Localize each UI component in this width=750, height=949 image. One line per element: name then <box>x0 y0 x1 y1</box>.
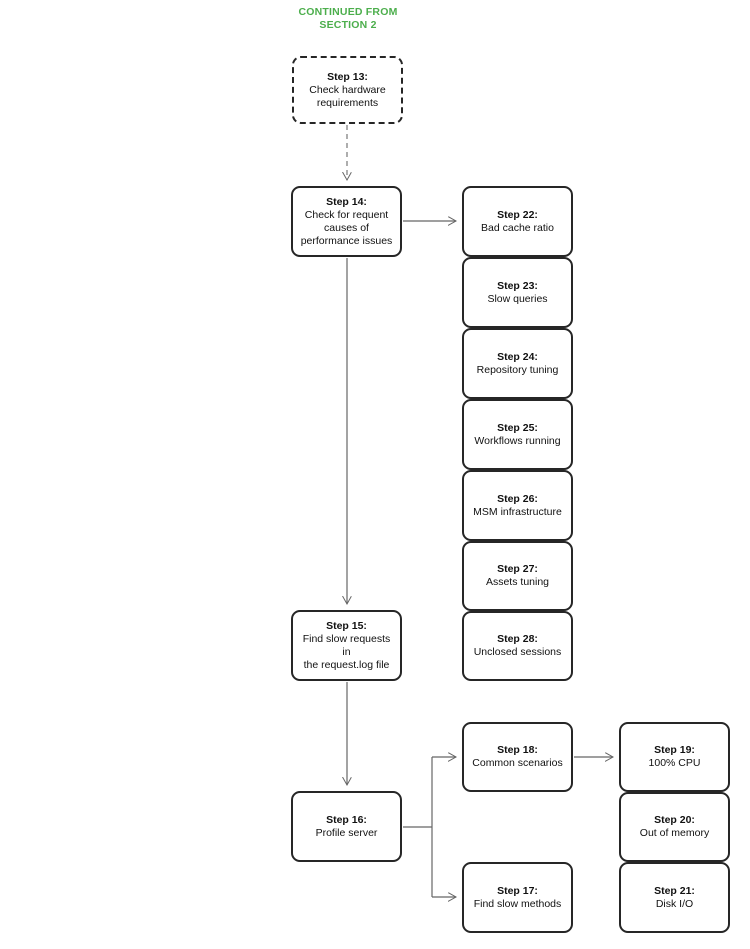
node-step-18-text: Common scenarios <box>472 757 563 769</box>
node-step-21-title: Step 21: <box>654 884 695 897</box>
node-step-22: Step 22: Bad cache ratio <box>462 186 573 257</box>
node-step-16-text: Profile server <box>315 826 378 839</box>
node-step-20-title: Step 20: <box>654 814 695 826</box>
node-step-14-title: Step 14: <box>326 195 367 208</box>
node-step-18: Step 18: Common scenarios <box>462 722 573 792</box>
node-step-27-text: Assets tuning <box>485 576 550 588</box>
node-step-20-text: Out of memory <box>639 827 710 839</box>
node-step-17-title: Step 17: <box>497 884 538 897</box>
continued-from-line1: CONTINUED FROM <box>298 6 398 18</box>
node-step-28-title: Step 28: <box>497 633 538 645</box>
node-step-19: Step 19: 100% CPU <box>619 722 730 792</box>
node-step-25-title: Step 25: <box>497 421 538 434</box>
node-step-13: Step 13: Check hardware requirements <box>292 56 403 124</box>
node-step-24-text: Repository tuning <box>476 363 559 376</box>
continued-from-label: CONTINUED FROM SECTION 2 <box>267 6 429 32</box>
node-step-22-text: Bad cache ratio <box>481 221 554 234</box>
node-step-28: Step 28: Unclosed sessions <box>462 611 573 681</box>
node-step-17-text: Find slow methods <box>473 897 562 910</box>
node-step-14-text: Check for requent causes of performance … <box>300 208 393 247</box>
node-step-23-text: Slow queries <box>487 292 548 305</box>
node-step-15-title: Step 15: <box>326 619 367 632</box>
node-step-19-text: 100% CPU <box>648 757 701 769</box>
node-step-23-title: Step 23: <box>497 279 538 292</box>
node-step-13-title: Step 13: <box>327 70 368 83</box>
node-step-18-title: Step 18: <box>497 744 538 756</box>
node-step-25: Step 25: Workflows running <box>462 399 573 470</box>
node-step-24-title: Step 24: <box>497 350 538 363</box>
node-step-23: Step 23: Slow queries <box>462 257 573 328</box>
node-step-26-title: Step 26: <box>497 492 538 505</box>
node-step-17: Step 17: Find slow methods <box>462 862 573 933</box>
node-step-13-text: Check hardware requirements <box>309 83 386 109</box>
node-step-14: Step 14: Check for requent causes of per… <box>291 186 402 257</box>
node-step-24: Step 24: Repository tuning <box>462 328 573 399</box>
node-step-19-title: Step 19: <box>654 744 695 756</box>
node-step-27-title: Step 27: <box>497 563 538 575</box>
node-step-25-text: Workflows running <box>474 434 561 447</box>
node-step-28-text: Unclosed sessions <box>473 646 562 658</box>
node-step-21: Step 21: Disk I/O <box>619 862 730 933</box>
node-step-15-text: Find slow requests in the request.log fi… <box>302 632 391 671</box>
node-step-20: Step 20: Out of memory <box>619 792 730 862</box>
node-step-21-text: Disk I/O <box>655 897 694 910</box>
node-step-16: Step 16: Profile server <box>291 791 402 862</box>
node-step-15: Step 15: Find slow requests in the reque… <box>291 610 402 681</box>
node-step-26: Step 26: MSM infrastructure <box>462 470 573 541</box>
continued-from-line2: SECTION 2 <box>319 19 377 31</box>
node-step-22-title: Step 22: <box>497 208 538 221</box>
node-step-26-text: MSM infrastructure <box>473 505 562 518</box>
node-step-16-title: Step 16: <box>326 813 367 826</box>
node-step-27: Step 27: Assets tuning <box>462 541 573 611</box>
